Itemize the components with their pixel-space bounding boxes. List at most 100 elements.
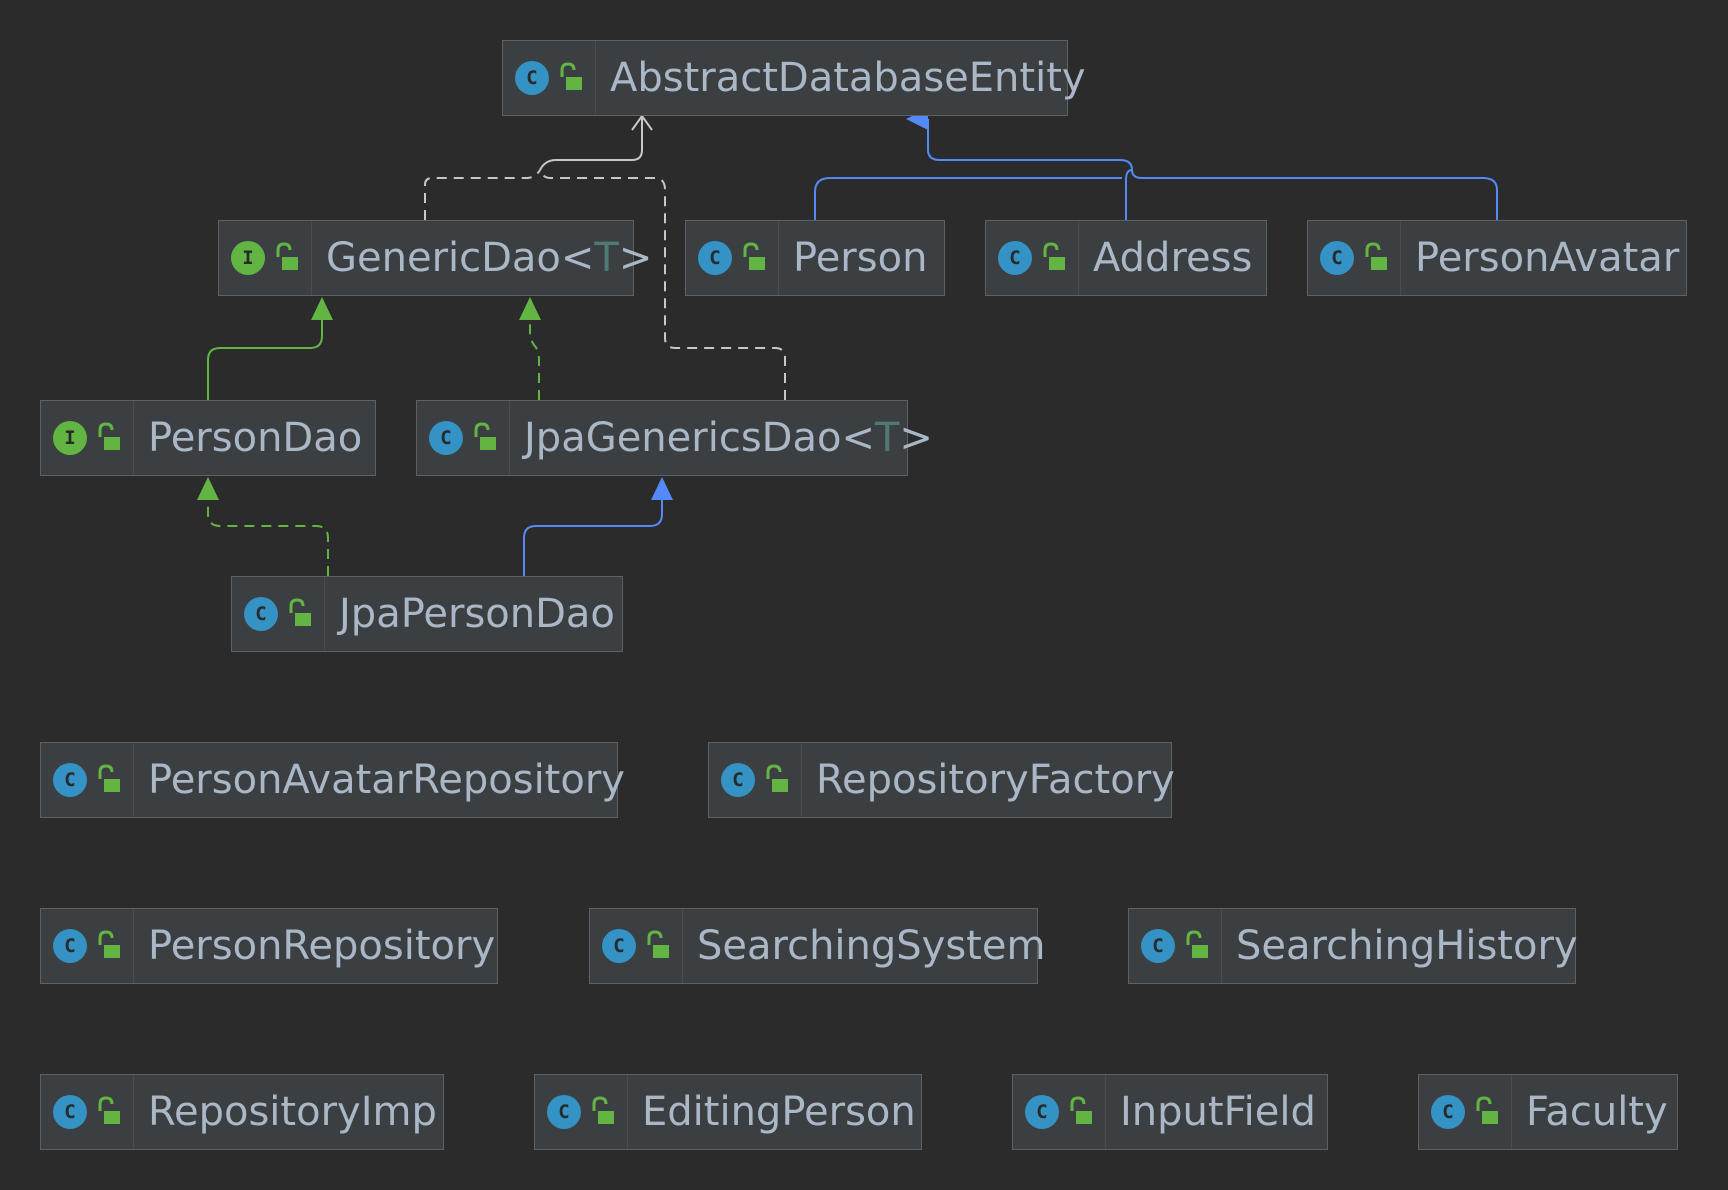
node-jpa-person-dao[interactable]: C JpaPersonDao [231, 576, 623, 652]
type-parameter: T [874, 415, 900, 461]
class-name: JpaPersonDao [339, 591, 615, 637]
edge-jpagenericsdao-to-abstractdatabaseentity [539, 169, 786, 400]
public-unlocked-icon [1186, 930, 1208, 958]
public-unlocked-icon [560, 62, 582, 90]
class-kind-icon: C [53, 929, 87, 963]
class-name: PersonAvatarRepository [148, 757, 625, 803]
node-name: RepositoryImp [134, 1089, 455, 1135]
node-icons: C [1419, 1075, 1512, 1149]
edge-jpapersondao-arrowhead-blue [651, 477, 673, 500]
class-name: Address [1093, 235, 1253, 281]
node-person-avatar[interactable]: C PersonAvatar [1307, 220, 1687, 296]
class-kind-icon: C [698, 241, 732, 275]
node-icons: C [986, 221, 1079, 295]
node-name: PersonAvatarRepository [134, 757, 643, 803]
public-unlocked-icon [98, 930, 120, 958]
class-kind-icon: C [53, 1095, 87, 1129]
node-icons: C [1013, 1075, 1106, 1149]
node-person-avatar-repository[interactable]: C PersonAvatarRepository [40, 742, 625, 818]
node-address[interactable]: C Address [985, 220, 1267, 296]
node-icons: C [686, 221, 779, 295]
node-icons: C [503, 41, 596, 115]
public-unlocked-icon [98, 422, 120, 450]
class-kind-icon: C [998, 241, 1032, 275]
public-unlocked-icon [98, 764, 120, 792]
public-unlocked-icon [766, 764, 788, 792]
class-kind-icon: C [1025, 1095, 1059, 1129]
node-name: SearchingSystem [683, 923, 1063, 969]
class-name: RepositoryFactory [816, 757, 1175, 803]
class-kind-icon: C [53, 763, 87, 797]
class-kind-icon: C [244, 597, 278, 631]
public-unlocked-icon [592, 1096, 614, 1124]
type-parameter: T [594, 235, 619, 281]
node-person[interactable]: C Person [685, 220, 945, 296]
edge-person-to-abstractdatabaseentity [814, 177, 1122, 220]
edge-jpagenericsdao-to-genericdao [529, 320, 540, 400]
edge-dependency-arrowhead [631, 114, 653, 131]
public-unlocked-icon [743, 242, 765, 270]
node-name: GenericDao<T> [326, 235, 653, 281]
node-icons: I [219, 221, 312, 295]
class-name: SearchingSystem [697, 923, 1046, 969]
class-kind-icon: C [515, 61, 549, 95]
class-name: PersonDao [148, 415, 363, 461]
edge-dependency-trunk [539, 118, 643, 171]
node-abstract-database-entity[interactable]: C AbstractDatabaseEntity [502, 40, 1086, 116]
node-name: JpaPersonDao [325, 591, 633, 637]
edge-jpagenericsdao-arrowhead [519, 297, 541, 320]
node-generic-dao[interactable]: I GenericDao<T> [218, 220, 652, 296]
node-name: AbstractDatabaseEntity [596, 55, 1104, 101]
node-name: SearchingHistory [1222, 923, 1596, 969]
class-kind-icon: C [602, 929, 636, 963]
class-name: JpaGenericsDao [524, 415, 842, 461]
node-name: Address [1079, 235, 1270, 281]
class-name: Person [793, 235, 928, 281]
class-name: PersonAvatar [1415, 235, 1680, 281]
class-kind-icon: C [547, 1095, 581, 1129]
node-icons: C [41, 1075, 134, 1149]
edge-jpapersondao-to-jpagenericsdao [523, 500, 663, 576]
node-icons: C [417, 401, 510, 475]
node-icons: C [232, 577, 325, 651]
node-icons: C [1129, 909, 1222, 983]
class-kind-icon: C [1320, 241, 1354, 275]
node-name: Person [779, 235, 945, 281]
node-name: PersonAvatar [1401, 235, 1697, 281]
node-input-field[interactable]: C InputField [1012, 1074, 1328, 1150]
node-name: PersonRepository [134, 923, 513, 969]
public-unlocked-icon [647, 930, 669, 958]
public-unlocked-icon [276, 242, 298, 270]
node-editing-person[interactable]: C EditingPerson [534, 1074, 922, 1150]
edge-address-to-abstractdatabaseentity [1125, 169, 1133, 220]
class-kind-icon: C [1431, 1095, 1465, 1129]
class-name: Faculty [1526, 1089, 1668, 1135]
public-unlocked-icon [289, 598, 311, 626]
node-faculty[interactable]: C Faculty [1418, 1074, 1678, 1150]
node-searching-system[interactable]: C SearchingSystem [589, 908, 1045, 984]
node-name: Faculty [1512, 1089, 1686, 1135]
node-name: RepositoryFactory [802, 757, 1193, 803]
class-name: SearchingHistory [1236, 923, 1578, 969]
node-name: InputField [1106, 1089, 1334, 1135]
class-name: EditingPerson [642, 1089, 916, 1135]
edge-genericdao-to-abstractdatabaseentity [424, 169, 541, 220]
node-searching-history[interactable]: C SearchingHistory [1128, 908, 1578, 984]
public-unlocked-icon [474, 422, 496, 450]
node-icons: C [41, 909, 134, 983]
node-name: PersonDao [134, 415, 380, 461]
node-icons: I [41, 401, 134, 475]
class-name: InputField [1120, 1089, 1316, 1135]
node-icons: C [1308, 221, 1401, 295]
edge-jpapersondao-to-persondao [207, 500, 329, 576]
interface-kind-icon: I [53, 421, 87, 455]
edge-personavatar-to-abstractdatabaseentity [906, 108, 1498, 220]
node-person-dao[interactable]: I PersonDao [40, 400, 376, 476]
class-kind-icon: C [1141, 929, 1175, 963]
class-name: AbstractDatabaseEntity [610, 55, 1086, 101]
